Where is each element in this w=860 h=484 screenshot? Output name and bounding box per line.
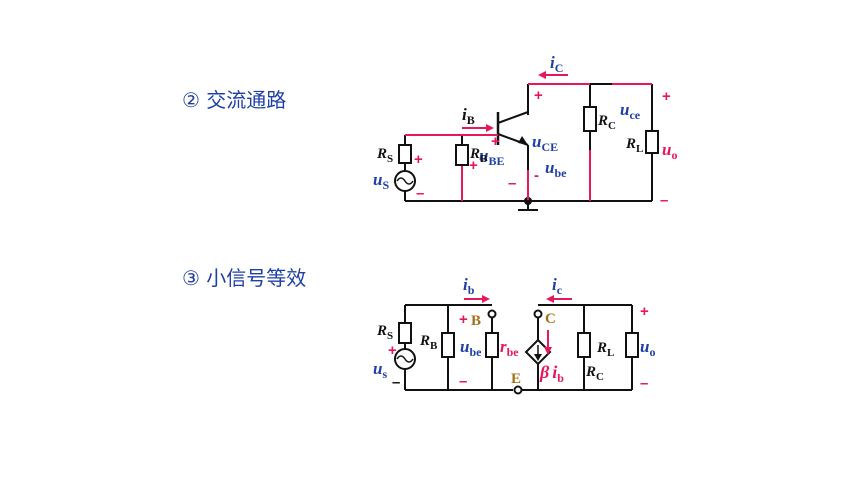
plus-ube: + bbox=[459, 311, 468, 328]
label-RL: RL bbox=[625, 136, 643, 155]
label-RS: RS bbox=[376, 146, 393, 165]
ac-labels: iC iB uCE uBE ube uce uo uS RS RB RC RL … bbox=[373, 53, 677, 209]
label-uce: uce bbox=[620, 100, 641, 122]
label-RC: RC bbox=[597, 113, 616, 132]
label-iB: iB bbox=[462, 105, 475, 127]
label-ic: ic bbox=[552, 275, 563, 297]
minus-uo: – bbox=[640, 375, 648, 392]
plus-collector: + bbox=[534, 87, 543, 104]
plus-us: + bbox=[388, 342, 397, 359]
terminal-E: E bbox=[511, 371, 521, 387]
label-iC: iC bbox=[550, 53, 563, 75]
minus-us: – bbox=[392, 374, 400, 391]
plus-output: + bbox=[662, 88, 671, 105]
label-RC: RC bbox=[585, 364, 604, 383]
label-uCE: uCE bbox=[532, 132, 558, 154]
label-ube: ube bbox=[545, 158, 567, 180]
minus-base: – bbox=[508, 175, 516, 192]
label-uS: uS bbox=[373, 170, 389, 192]
ac-circuit bbox=[394, 71, 659, 211]
terminal-C: C bbox=[545, 311, 556, 327]
label-ube: ube bbox=[460, 337, 482, 359]
minus-output: – bbox=[660, 192, 668, 209]
label-uBE: uBE bbox=[479, 146, 504, 168]
plus-source: + bbox=[414, 151, 423, 168]
plus-rb: + bbox=[469, 157, 478, 174]
heading-small-signal: ③ 小信号等效 bbox=[182, 266, 307, 290]
label-ib: ib bbox=[463, 275, 475, 297]
plus-base: + bbox=[491, 133, 500, 150]
label-us: us bbox=[373, 359, 387, 381]
minus-ube: – bbox=[459, 373, 467, 390]
label-RB: RB bbox=[469, 146, 488, 165]
terminal-B: B bbox=[471, 313, 481, 329]
minus-source: – bbox=[416, 185, 424, 202]
dash-emitter: - bbox=[534, 167, 539, 184]
label-RB: RB bbox=[419, 333, 438, 352]
label-RL: RL bbox=[596, 340, 614, 359]
label-uo: uo bbox=[640, 337, 655, 359]
label-RS: RS bbox=[376, 323, 393, 342]
label-rbe: rbe bbox=[500, 337, 519, 359]
heading-ac-path: ② 交流通路 bbox=[182, 88, 287, 112]
plus-uo: + bbox=[640, 303, 649, 320]
label-uo: uo bbox=[662, 140, 677, 162]
